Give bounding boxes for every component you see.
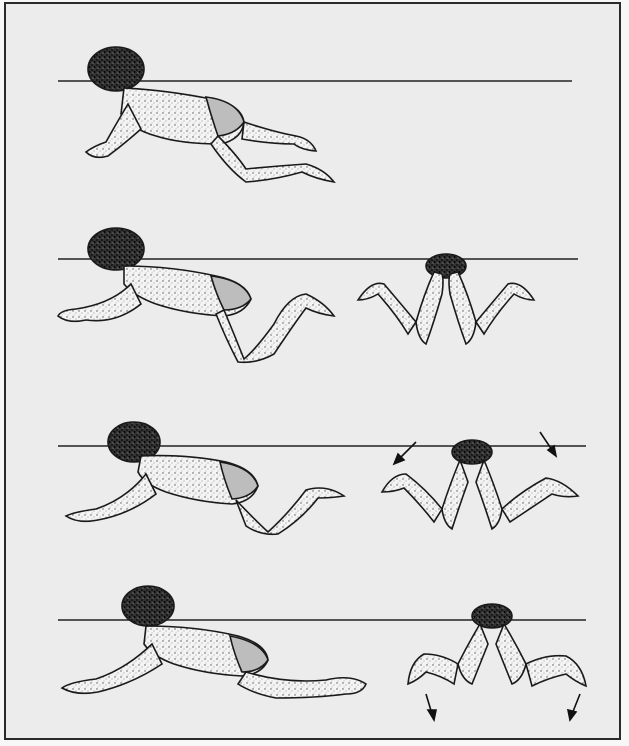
arrow-down-outward-left (426, 694, 436, 720)
arm (58, 284, 141, 321)
leg (238, 672, 366, 698)
left-leg (442, 460, 468, 529)
panel-1 (58, 47, 572, 182)
trunks-rear (452, 440, 492, 464)
arm (66, 474, 156, 521)
left-foot (358, 283, 416, 334)
right-leg (476, 460, 502, 529)
right-foot (502, 478, 578, 522)
swimmer-rear-view-3 (382, 440, 578, 529)
illustration-frame (4, 2, 621, 740)
left-leg (458, 624, 488, 684)
arrow-down-outward-right (568, 694, 580, 720)
swimmer-rear-view-2 (358, 254, 534, 344)
swimmer-side-view-4 (62, 586, 366, 698)
panel-2 (58, 228, 578, 362)
right-leg (449, 272, 476, 344)
arm (62, 644, 162, 693)
swimmer-side-view-3 (66, 422, 344, 534)
lower-leg (242, 122, 316, 151)
trunks-rear (472, 604, 512, 628)
left-foot (408, 654, 458, 684)
panel-4 (58, 586, 586, 720)
head-hair (122, 586, 174, 626)
swimmer-rear-view-4 (408, 604, 586, 686)
arrow-down-inward-right (540, 432, 556, 456)
trunks-rear (426, 254, 466, 278)
right-foot (476, 283, 534, 334)
right-leg (496, 624, 526, 684)
arm (86, 104, 141, 157)
head-hair (88, 228, 144, 270)
right-foot (526, 656, 586, 686)
swimming-technique-illustration (6, 4, 619, 738)
head-hair (88, 47, 144, 91)
panel-3 (58, 422, 586, 534)
left-foot (382, 474, 442, 522)
left-leg (416, 272, 443, 344)
swimmer-side-view-1 (86, 47, 334, 182)
swimmer-side-view-2 (58, 228, 334, 362)
